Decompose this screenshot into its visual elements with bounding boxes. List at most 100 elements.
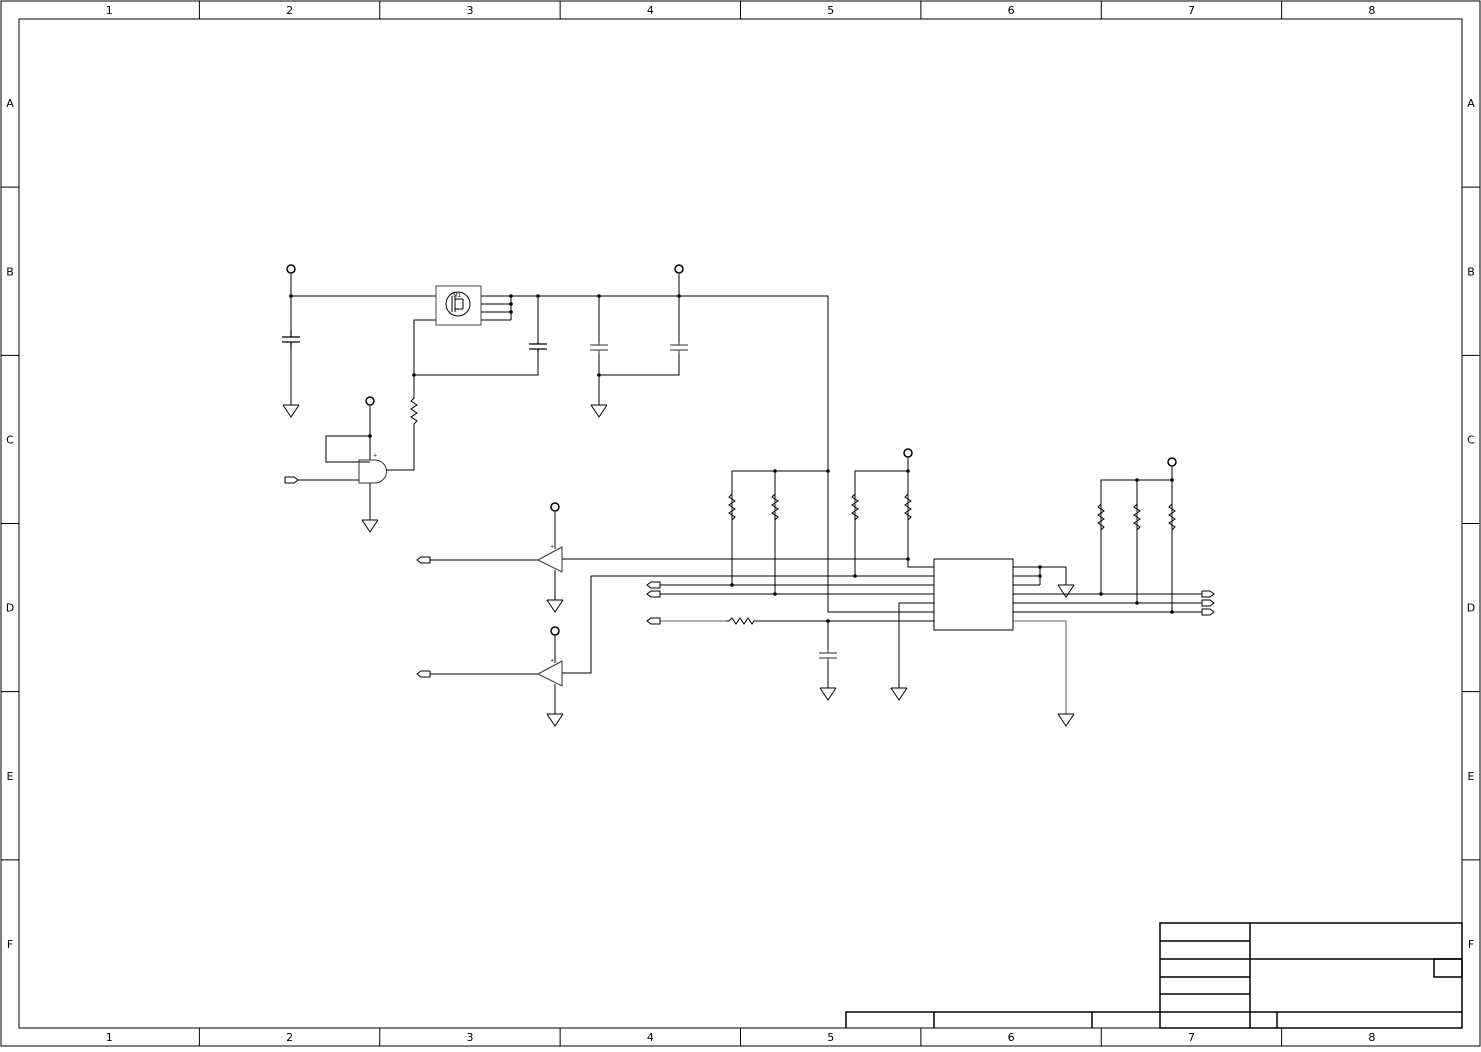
junction-dot <box>826 619 830 623</box>
svg-text:+: + <box>550 658 554 664</box>
port-connector <box>1201 599 1215 607</box>
wires <box>290 274 1202 714</box>
ground-symbol <box>361 519 379 533</box>
junction-dot <box>412 373 416 377</box>
ground-symbol <box>590 404 608 418</box>
mosfet-label: M1 <box>453 293 461 299</box>
wire <box>481 295 934 613</box>
junction-dot <box>773 469 777 473</box>
capacitor <box>590 342 608 354</box>
junction-dot <box>906 557 910 561</box>
wire <box>1040 566 1067 585</box>
row-label: A <box>1467 97 1475 110</box>
wire <box>414 352 539 376</box>
capacitor <box>819 649 837 661</box>
ground-symbol <box>282 404 300 418</box>
title-block <box>845 922 1463 1029</box>
row-label: D <box>1467 602 1475 615</box>
wire <box>898 602 934 688</box>
row-label: C <box>6 433 14 446</box>
resistor <box>726 617 756 625</box>
capacitors <box>282 330 837 661</box>
resistor <box>728 490 736 524</box>
mosfet-circle <box>445 291 471 317</box>
junction-dot <box>597 294 601 298</box>
column-label: 5 <box>827 1031 834 1044</box>
junction-dot <box>1170 610 1174 614</box>
column-label: 3 <box>466 4 473 17</box>
junction-dot <box>1170 478 1174 482</box>
capacitor <box>282 330 300 348</box>
junction-dot <box>509 310 513 314</box>
port-connector <box>646 590 661 598</box>
row-label: B <box>6 265 14 278</box>
power-symbol <box>286 264 296 274</box>
column-label: 7 <box>1188 1031 1195 1044</box>
port-connector <box>646 581 661 589</box>
column-label: 6 <box>1008 1031 1015 1044</box>
wire <box>1100 479 1172 594</box>
resistor <box>904 490 912 524</box>
power-symbol <box>550 502 560 512</box>
junction-dot <box>509 302 513 306</box>
row-label: E <box>1468 770 1475 783</box>
column-label: 2 <box>286 1031 293 1044</box>
row-label: F <box>1468 938 1474 951</box>
wire <box>731 470 828 585</box>
op-amp: + <box>536 544 563 573</box>
junction-dot <box>597 373 601 377</box>
column-label: 3 <box>466 1031 473 1044</box>
wire <box>398 427 415 471</box>
column-label: 4 <box>647 4 654 17</box>
wire <box>413 319 436 395</box>
port-connector <box>416 556 431 564</box>
ground-symbol <box>890 687 908 701</box>
junction-dot <box>1038 565 1042 569</box>
column-label: 6 <box>1008 4 1015 17</box>
wire <box>854 470 908 576</box>
power-symbol <box>550 626 560 636</box>
port-connector <box>416 670 431 678</box>
ground-symbol <box>546 713 564 727</box>
buffer-gate: + <box>358 453 398 484</box>
junction-dot <box>509 294 513 298</box>
port-connector <box>1201 608 1215 616</box>
junction-dot <box>289 294 293 298</box>
resistors <box>410 395 1176 625</box>
ground-symbol <box>1057 584 1075 598</box>
wire <box>562 558 934 568</box>
ground-symbol <box>819 687 837 701</box>
junction-dot <box>1038 574 1042 578</box>
junctions <box>289 294 1174 623</box>
junction-dot <box>826 469 830 473</box>
junction-dot <box>368 434 372 438</box>
resistor <box>1097 500 1105 534</box>
junction-dot <box>906 469 910 473</box>
junction-dot <box>773 592 777 596</box>
wire <box>1013 620 1067 714</box>
junction-dot <box>1135 601 1139 605</box>
junction-dot <box>853 574 857 578</box>
junction-dot <box>677 294 681 298</box>
column-label: 7 <box>1188 4 1195 17</box>
op-amps: + + <box>536 544 563 687</box>
port-connector <box>284 476 299 484</box>
port-connector <box>646 617 661 625</box>
ground-symbol <box>546 599 564 613</box>
capacitor <box>529 342 547 352</box>
row-label: C <box>1467 433 1475 446</box>
junction-dot <box>1135 478 1139 482</box>
power-symbol <box>674 264 684 274</box>
title-block-sheet-box <box>1433 958 1463 978</box>
resistor <box>410 395 418 427</box>
resistor <box>1168 500 1176 534</box>
power-symbols <box>286 264 1177 636</box>
wire <box>562 575 934 674</box>
port-connectors <box>284 476 1215 678</box>
junction-dot <box>1099 592 1103 596</box>
